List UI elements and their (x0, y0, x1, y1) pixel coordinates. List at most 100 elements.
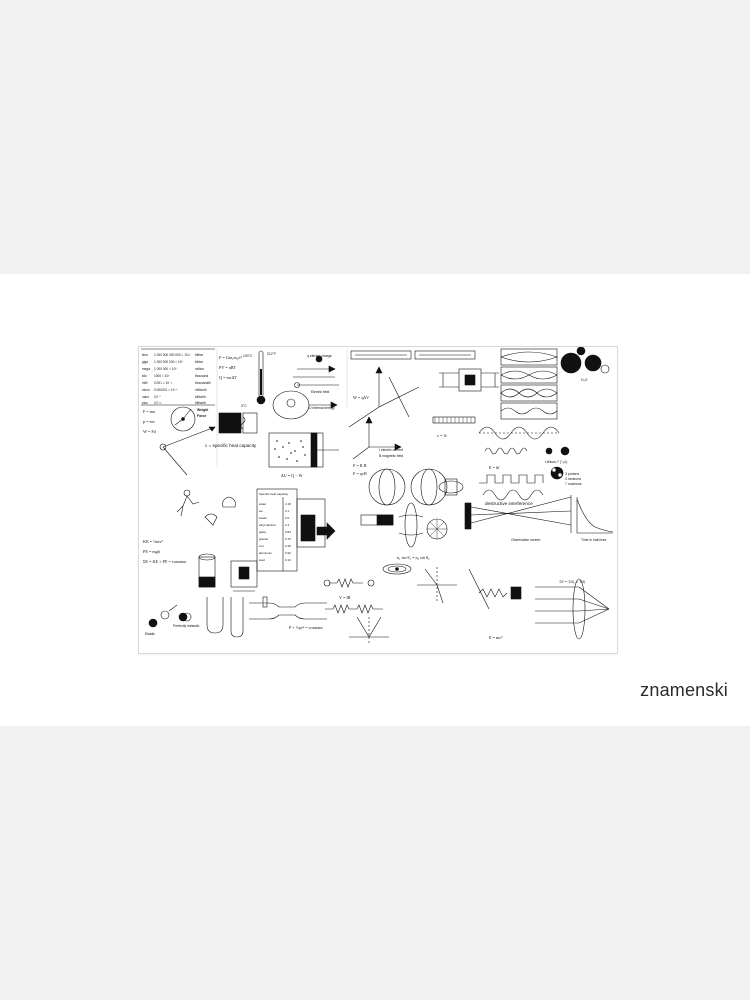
wave-diagram (432, 416, 560, 440)
heat-table-value: 4.18 (285, 502, 291, 506)
heat-table-material: water (259, 502, 266, 506)
heat-table-material: ethyl alcohol (259, 523, 276, 527)
capacitor-diagram (350, 350, 476, 360)
formula: W = qΔV (353, 395, 369, 400)
nucleons-label: 7 nucleons (565, 482, 582, 486)
heat-table-value: 0.84 (285, 530, 291, 534)
water-molecule-diagram (560, 347, 610, 374)
prefix-word: trillionth (195, 401, 206, 405)
poster-artwork: tera 1 000 000 000 000 = 10¹² trillion g… (141, 347, 614, 643)
formula: F = ILB (353, 463, 367, 468)
electric-charge-diagram (293, 355, 339, 388)
collisions-diagram (148, 604, 192, 628)
formula: PE = mgh (143, 549, 161, 554)
formula: E = hf (489, 465, 500, 470)
generator-diagram (230, 560, 258, 592)
heat-table-value: 2.1 (285, 509, 290, 513)
background-top-band (0, 0, 750, 274)
prefix-value: 0.000001 = 10⁻⁶ (154, 388, 178, 392)
formula: KE = ½mv² (143, 539, 164, 544)
prefix-word: thousand (195, 374, 208, 378)
formula: P + ½ρv² = constant (289, 625, 323, 630)
prefix-row: mega (142, 367, 150, 371)
heat-table-value: 2.4 (285, 523, 290, 527)
weight-label: Weight (197, 408, 209, 412)
heat-table-material: aluminum (259, 551, 273, 555)
prefix-value: 10⁻¹² (154, 401, 161, 405)
electric-field-label: Electric field (311, 390, 329, 394)
prefix-word: trillion (195, 353, 204, 357)
inelastic-label: Perfectly inelastic (173, 624, 200, 628)
magnetic-field-label: B magnetic field (379, 454, 403, 458)
formula: ΔU = Q − W (281, 473, 303, 478)
formula: F = qvB (353, 471, 367, 476)
heat-table-value: 0.90 (285, 551, 291, 555)
half-lives-label: Time in half-lives (581, 538, 607, 542)
destructive-interference-label: destructive interference (485, 501, 533, 506)
prefix-word: billion (195, 360, 203, 364)
formula: F = Gm₁m₂/r² (219, 355, 243, 360)
reflection-diagram (349, 616, 389, 643)
background-bottom-band (0, 726, 750, 1000)
prefix-value: 10⁻⁹ (154, 395, 161, 399)
prefix-value: 1 000 000 000 000 = 10¹² (154, 353, 190, 357)
formula: p = mv (143, 419, 156, 424)
bohr-orbits (382, 563, 412, 575)
interference-diagram (464, 495, 572, 533)
internal-energy-label: U internal energy (309, 406, 335, 410)
formula: E = mc² (489, 635, 503, 640)
standing-waves-diagram (500, 348, 558, 420)
circuit-diagram (323, 578, 383, 614)
prefix-word: thousandth (195, 381, 211, 385)
prefix-row: milli (142, 381, 148, 385)
prefix-value: 1 000 000 = 10⁶ (154, 367, 177, 371)
half-life-curve (576, 497, 614, 534)
prefix-row: giga (142, 360, 148, 364)
formula: F = ma (143, 409, 155, 414)
skater-figure (176, 489, 236, 526)
heat-table-material: lead (259, 558, 265, 562)
water-label: H₂O (581, 378, 588, 382)
prefix-value: 1 000 000 000 = 10⁹ (154, 360, 184, 364)
formula: V = IR (339, 595, 351, 600)
heat-table-value: 2.0 (285, 516, 290, 520)
prefix-row: kilo (142, 374, 147, 378)
heat-table-material: granite (259, 537, 269, 541)
lens-diagram (535, 578, 610, 640)
prefix-value: 1000 = 10³ (154, 374, 169, 378)
transformer-diagram (439, 368, 499, 392)
formula: v = fλ (437, 433, 448, 438)
system-diagram (272, 390, 338, 420)
prefix-word: millionth (195, 388, 207, 392)
magnetic-force-diagram (352, 416, 402, 460)
formula: Q = mcΔT (219, 375, 237, 380)
heat-table-value: 0.13 (285, 558, 291, 562)
physics-formula-poster[interactable]: tera 1 000 000 000 000 = 10¹² trillion g… (139, 347, 617, 653)
circular-motion-diagram (170, 406, 196, 432)
formula: W = Fd (143, 429, 157, 434)
refraction-diagram (417, 567, 490, 610)
calorimeter-diagram (296, 498, 336, 548)
freeze-temp: 0°C (241, 404, 247, 408)
piston-diagram (268, 432, 339, 468)
heat-table-material: steam (259, 516, 268, 520)
lithium-label: Lithium-7 (⁷₃Li) (545, 460, 567, 464)
neutrons-label: 4 neutrons (565, 477, 581, 481)
heat-table-material: ice (259, 509, 263, 513)
prefix-row: tera (142, 353, 148, 357)
heat-table-value: 0.79 (285, 537, 291, 541)
piston-cylinder (198, 553, 216, 588)
formula: ΣE = KE + PE = constant (143, 559, 187, 564)
square-wave (479, 474, 544, 501)
artist-name-link[interactable]: znamenski (640, 680, 728, 700)
thermometer-diagram (256, 350, 266, 405)
boil-temp: 100°C (243, 354, 253, 358)
prefix-table (141, 348, 215, 406)
formula: PV = nRT (219, 365, 236, 370)
heat-capacity-label: c = specific heat capacity (205, 443, 257, 448)
diffraction-diagram (426, 518, 448, 540)
elastic-label: Elastic (145, 632, 155, 636)
magnet-field-lines (368, 468, 464, 506)
prefix-row: pico (142, 401, 148, 405)
heat-source-box (218, 412, 258, 434)
